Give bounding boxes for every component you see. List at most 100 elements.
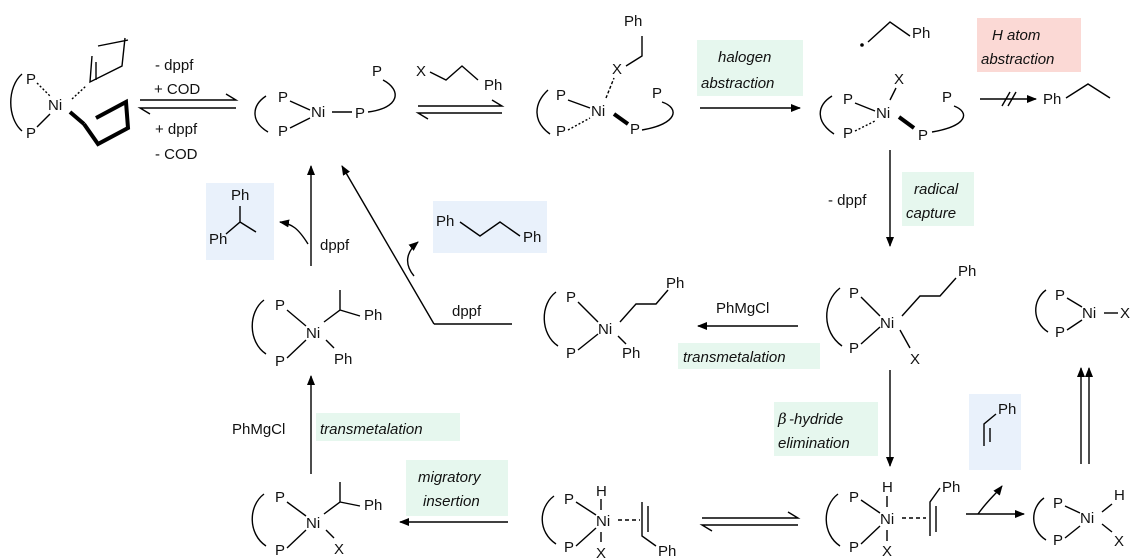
label-migratory: migratory — [418, 469, 482, 486]
ni-halide-formation-step — [1077, 367, 1093, 464]
radical-capture-step: - dppf radical capture — [828, 150, 959, 247]
atom-ni: Ni — [880, 511, 894, 528]
reagent-minus-cod: - COD — [155, 146, 198, 163]
transmetalation-left-box — [316, 413, 460, 441]
migratory-insertion-step: migratory insertion — [399, 469, 508, 526]
reagent-plus-dppf: + dppf — [155, 121, 198, 138]
radical-capture-box — [902, 172, 974, 226]
atom-p: P — [275, 297, 285, 314]
h-atom-abstraction-blocked: H atom abstraction Ph — [980, 27, 1111, 108]
atom-p: P — [652, 85, 662, 102]
label-capture: capture — [906, 205, 956, 222]
ni-dppf-monodentate-complex: P P Ni P P — [254, 63, 396, 140]
atom-ph: Ph — [998, 401, 1016, 418]
atom-h: H — [596, 483, 607, 500]
label-transmetalation: transmetalation — [320, 421, 423, 438]
nickel-halide-species: P P Ni X — [1035, 287, 1130, 341]
atom-ph: Ph — [364, 307, 382, 324]
label-abstraction: abstraction — [701, 75, 774, 92]
atom-h: H — [882, 479, 893, 496]
atom-x: X — [612, 61, 622, 78]
atom-p: P — [26, 125, 36, 142]
atom-ph: Ph — [1043, 91, 1061, 108]
substrate-coordination-equilibrium — [415, 99, 505, 120]
atom-p: P — [1053, 495, 1063, 512]
atom-ni: Ni — [1082, 305, 1096, 322]
transmetalation-step-left: PhMgCl transmetalation — [232, 375, 423, 474]
atom-p: P — [275, 542, 285, 558]
atom-p: P — [918, 127, 928, 144]
atom-ph: Ph — [436, 213, 454, 230]
styrene-product-box — [969, 394, 1021, 470]
atom-ni: Ni — [596, 513, 610, 530]
reagent-minus-dppf: - dppf — [828, 192, 867, 209]
atom-x: X — [334, 541, 344, 558]
atom-ni: Ni — [306, 515, 320, 532]
atom-p: P — [1053, 532, 1063, 549]
label-halogen: halogen — [718, 49, 771, 66]
label-beta: β — [777, 410, 787, 428]
transmetalation-step-right: PhMgCl transmetalation — [683, 300, 798, 366]
styrene-coordination-equilibrium — [699, 511, 801, 532]
atom-p: P — [942, 89, 952, 106]
atom-ni: Ni — [876, 105, 890, 122]
alkyl-halide-substrate: X Ph — [416, 63, 502, 94]
reagent-plus-cod: + COD — [154, 81, 200, 98]
alkyl-nickel-phenyl-complex: P P Ni Ph Ph — [543, 275, 684, 362]
h-atom-abstraction-box — [977, 18, 1081, 72]
atom-x: X — [894, 71, 904, 88]
label-transmetalation: transmetalation — [683, 349, 786, 366]
atom-p: P — [849, 489, 859, 506]
atom-p: P — [566, 345, 576, 362]
label-hydride: -hydride — [789, 411, 843, 428]
phenylethyl-nickel-halide-complex: P P Ni Ph X — [251, 482, 382, 558]
halogen-abstraction-step: halogen abstraction — [700, 49, 801, 112]
atom-ni: Ni — [880, 315, 894, 332]
beta-hydride-elimination-step: β -hydride elimination — [777, 370, 894, 467]
atom-p: P — [843, 125, 853, 142]
atom-ph: Ph — [622, 345, 640, 362]
transmetalation-right-box — [678, 343, 820, 369]
nickel-hydride-halide: P P Ni H X — [1033, 487, 1125, 550]
atom-ph: Ph — [912, 25, 930, 42]
atom-ph: Ph — [624, 13, 642, 30]
atom-ph: Ph — [666, 275, 684, 292]
atom-ni: Ni — [306, 325, 320, 342]
atom-ph: Ph — [484, 77, 502, 94]
atom-p: P — [26, 71, 36, 88]
halogen-abstraction-box — [697, 40, 803, 96]
atom-p: P — [275, 489, 285, 506]
ni-halide-radical-pair: Ph P P Ni X P P — [819, 21, 965, 144]
atom-p: P — [564, 491, 574, 508]
label-radical: radical — [914, 181, 959, 198]
atom-ph: Ph — [364, 497, 382, 514]
reagent-phmgcl: PhMgCl — [716, 300, 769, 317]
atom-ph: Ph — [209, 231, 227, 248]
atom-ni: Ni — [591, 103, 605, 120]
reagent-minus-dppf: - dppf — [155, 57, 194, 74]
diphenylethane-elimination-step: dppf — [279, 165, 350, 266]
atom-p: P — [1055, 324, 1065, 341]
atom-ni: Ni — [48, 97, 62, 114]
atom-x: X — [882, 543, 892, 558]
cod-exchange-equilibrium: - dppf + COD + dppf - COD — [137, 57, 239, 163]
atom-p: P — [355, 105, 365, 122]
atom-ph: Ph — [942, 479, 960, 496]
beta-hydride-box — [774, 402, 878, 456]
label-h-abstraction: abstraction — [981, 51, 1054, 68]
atom-p: P — [1055, 287, 1065, 304]
reagent-dppf: dppf — [452, 303, 482, 320]
diphenylethane-product: Ph Ph — [209, 187, 257, 248]
migratory-insertion-box — [406, 460, 508, 516]
phenylethyl-nickel-phenyl-complex: P P Ni Ph Ph — [251, 290, 382, 370]
atom-ph: Ph — [523, 229, 541, 246]
atom-x: X — [1114, 533, 1124, 550]
atom-x: X — [910, 351, 920, 368]
atom-p: P — [556, 123, 566, 140]
label-h-atom: H atom — [992, 27, 1040, 44]
atom-p: P — [278, 123, 288, 140]
atom-p: P — [566, 289, 576, 306]
atom-ph: Ph — [231, 187, 249, 204]
reagent-phmgcl: PhMgCl — [232, 421, 285, 438]
